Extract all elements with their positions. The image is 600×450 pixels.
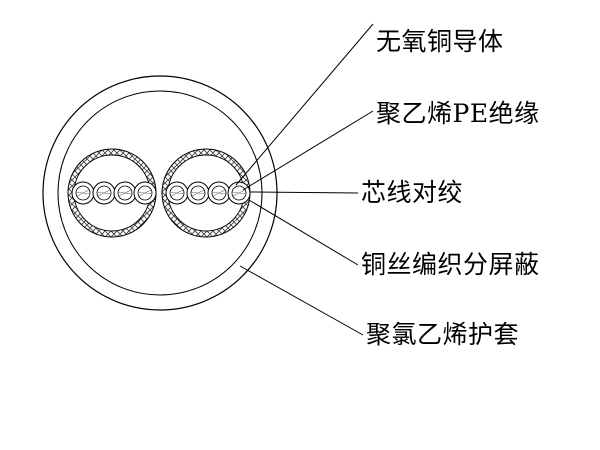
outer-sheath-inner-circle <box>57 90 263 296</box>
right-conductor-2 <box>186 181 210 205</box>
leader-line-sheath <box>239 265 364 336</box>
left-shielded-pair <box>67 148 157 238</box>
left-conductor-4 <box>133 181 157 205</box>
left-conductor-3 <box>113 181 137 205</box>
label-pvc-sheath: 聚氯乙烯护套 <box>366 320 520 349</box>
label-pe-insulation: 聚乙烯PE绝缘 <box>376 99 540 128</box>
right-conductor-3 <box>207 181 231 205</box>
leader-line-braid <box>248 199 359 266</box>
leader-line-conductor <box>235 23 374 186</box>
right-conductor-4 <box>227 181 251 205</box>
left-conductor-2 <box>92 181 116 205</box>
label-copper-braid-shield: 铜丝编织分屏蔽 <box>361 250 540 279</box>
left-conductor-1 <box>71 181 95 205</box>
right-shielded-pair <box>161 148 251 238</box>
right-conductor-1 <box>165 181 189 205</box>
leader-line-twist <box>249 191 359 194</box>
label-twisted-pair: 芯线对绞 <box>361 178 464 207</box>
leader-line-insulation <box>242 110 374 191</box>
label-oxygen-free-copper-conductor: 无氧铜导体 <box>376 27 504 56</box>
